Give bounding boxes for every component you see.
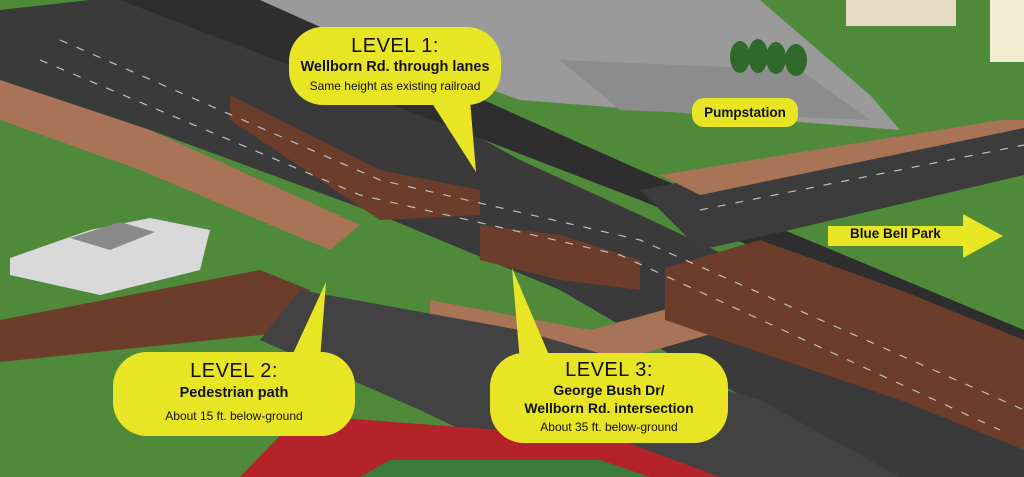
level3-note: About 35 ft. below-ground — [540, 420, 678, 434]
level2-pointer — [290, 282, 326, 360]
blue-bell-park-arrow: Blue Bell Park — [828, 214, 1003, 258]
station-building — [10, 218, 210, 295]
blue-bell-park-label: Blue Bell Park — [850, 226, 941, 241]
ramp-right — [660, 120, 1024, 195]
brick-wall-right — [665, 240, 1024, 450]
right-arrow-icon — [828, 214, 1003, 258]
apartment-building — [846, 0, 956, 26]
lane-markings — [39, 39, 1024, 431]
east-roadway — [640, 122, 1024, 250]
level1-title: LEVEL 1: — [351, 35, 439, 57]
level3-callout: LEVEL 3: George Bush Dr/ Wellborn Rd. in… — [490, 353, 728, 443]
level2-callout: LEVEL 2: Pedestrian path About 15 ft. be… — [113, 352, 355, 436]
brick-wall-center — [230, 95, 480, 220]
tree-cluster — [730, 39, 807, 76]
pumpstation-label: Pumpstation — [692, 98, 798, 127]
brick-wall-middle — [480, 225, 640, 290]
level2-title: LEVEL 2: — [190, 360, 278, 382]
level3-pointer — [512, 268, 552, 362]
tower-building — [990, 0, 1024, 62]
level3-subtitle-line2: Wellborn Rd. intersection — [524, 400, 694, 416]
level3-subtitle-line1: George Bush Dr/ — [553, 382, 665, 398]
level2-note: About 15 ft. below-ground — [165, 409, 303, 423]
brick-wall-left — [0, 270, 310, 362]
ramp-left — [0, 80, 360, 250]
level2-subtitle: Pedestrian path — [179, 385, 289, 401]
level1-pointer — [430, 100, 476, 172]
level1-note: Same height as existing railroad — [309, 79, 481, 93]
level1-subtitle: Wellborn Rd. through lanes — [300, 59, 490, 75]
level1-callout: LEVEL 1: Wellborn Rd. through lanes Same… — [289, 27, 501, 105]
stadium-field — [360, 460, 650, 477]
station-roof — [70, 222, 155, 250]
level3-title: LEVEL 3: — [565, 359, 653, 381]
